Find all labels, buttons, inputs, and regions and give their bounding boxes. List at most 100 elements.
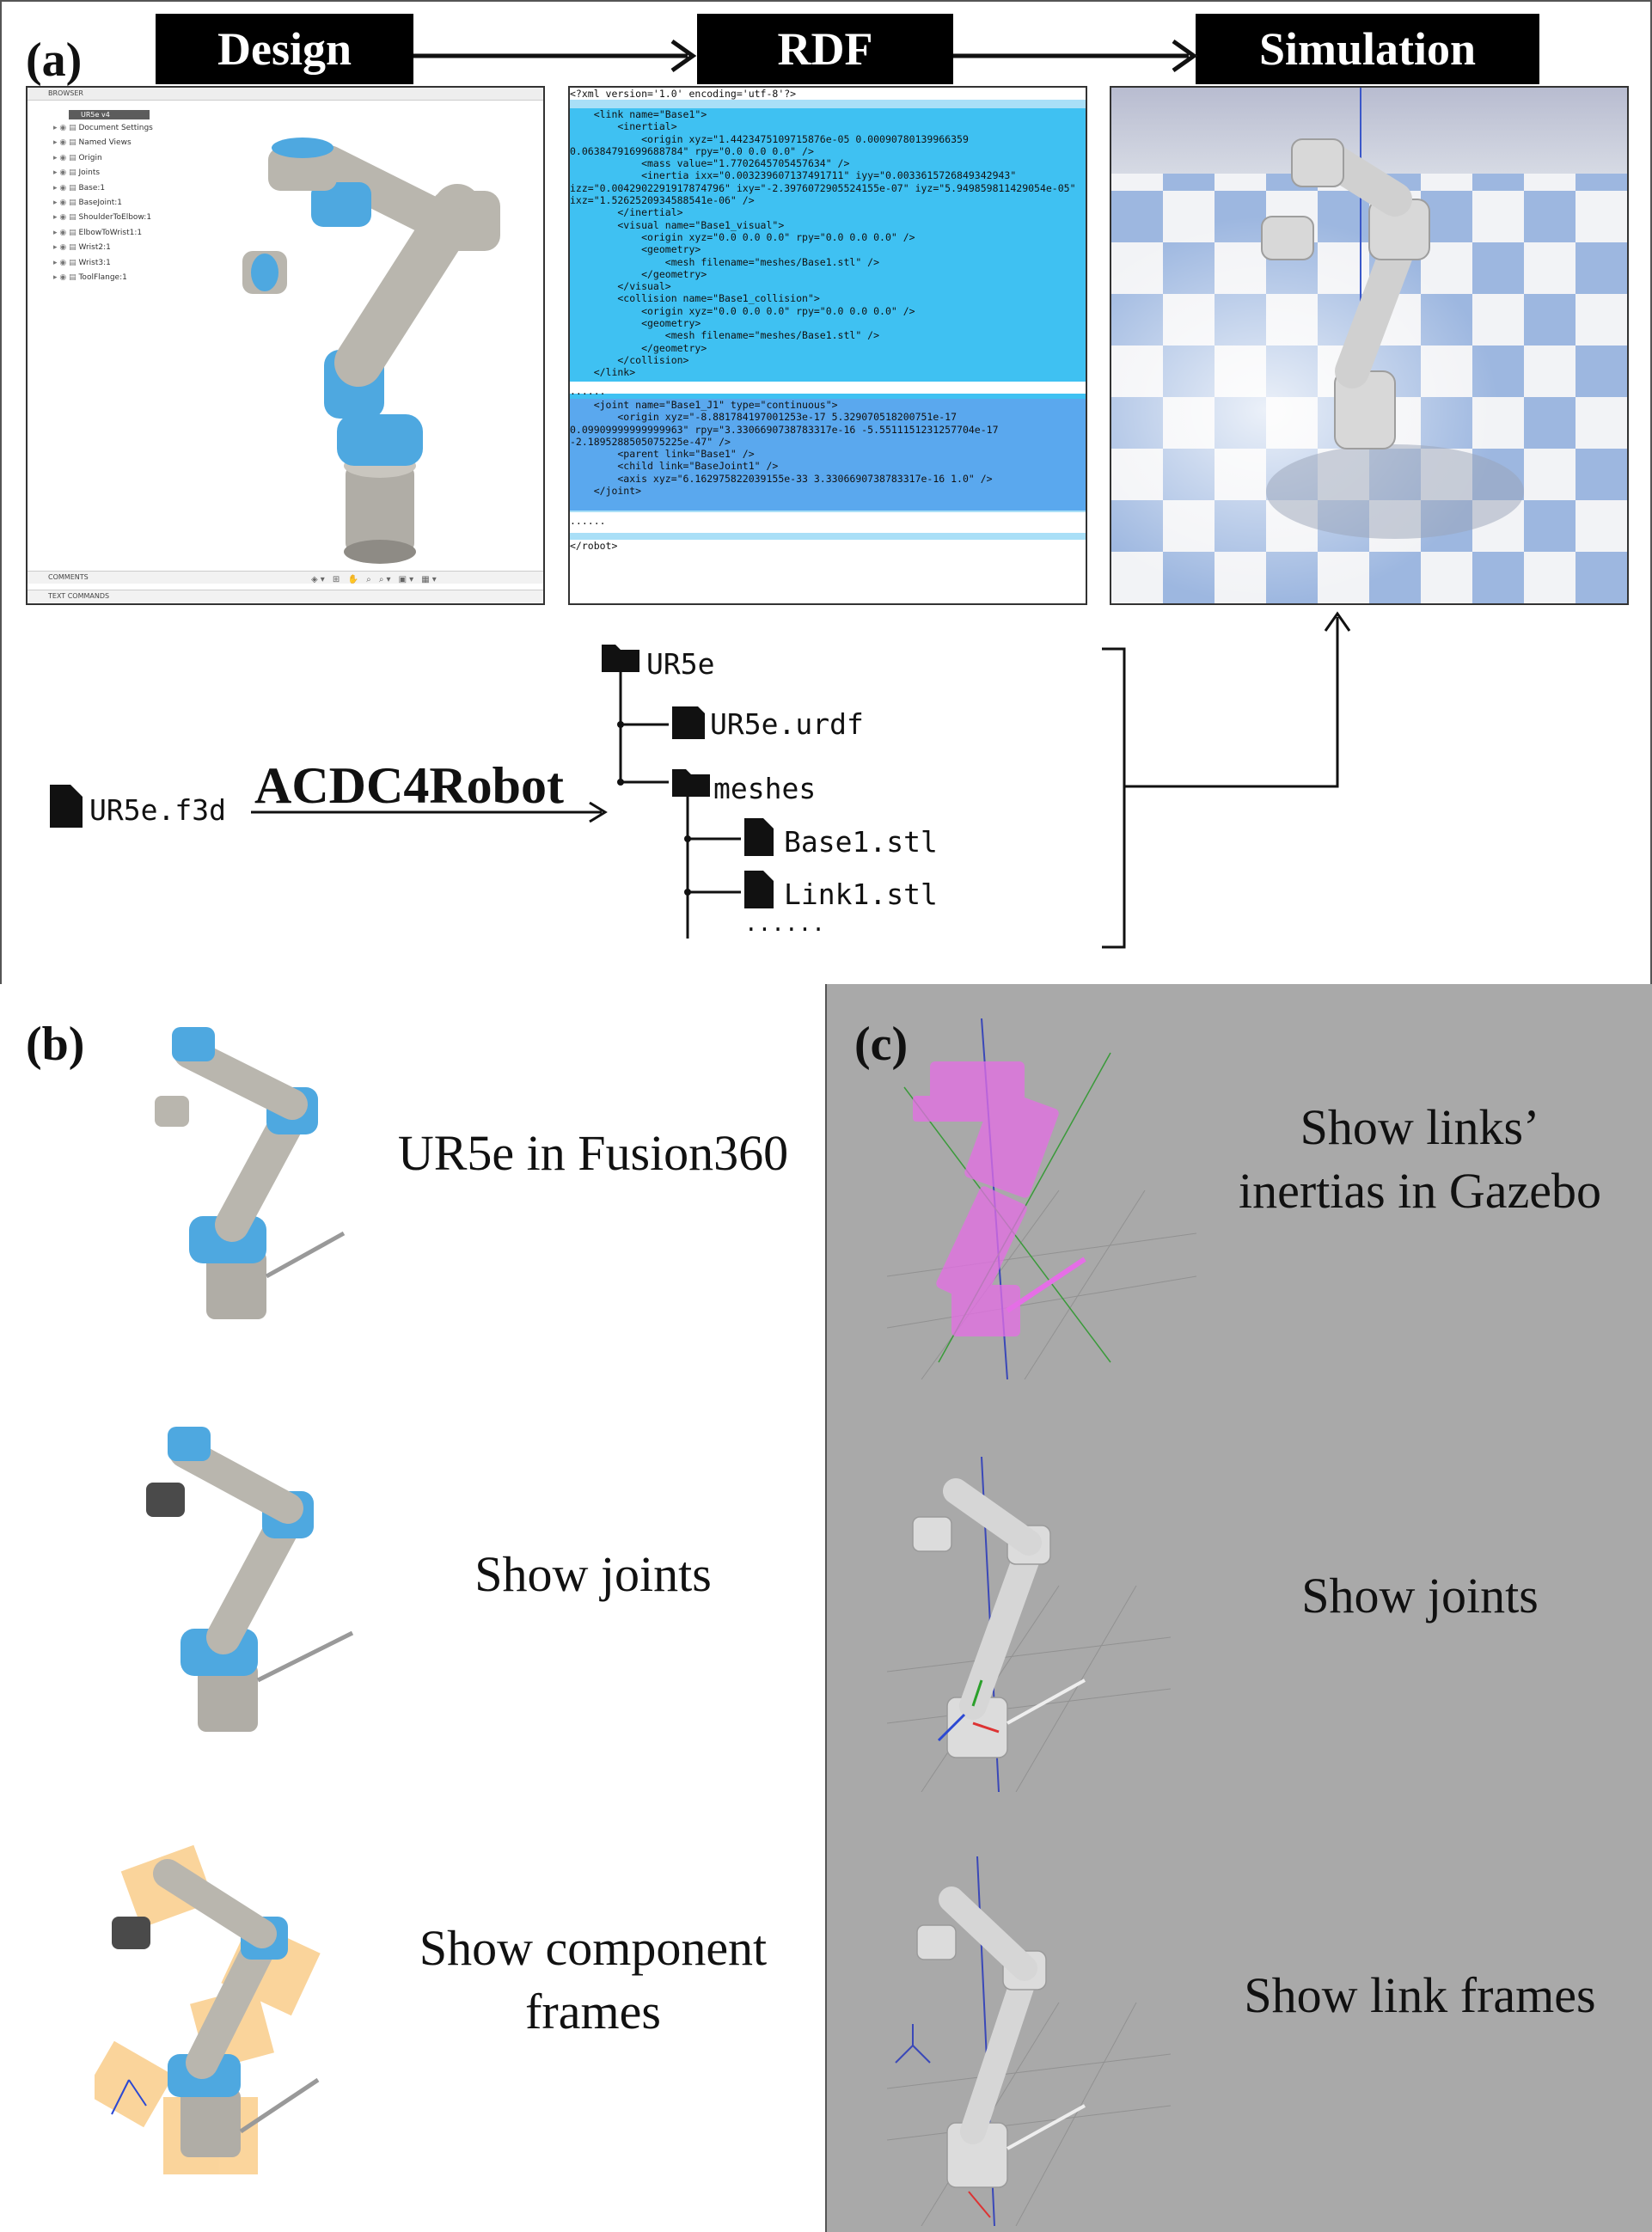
browser-item[interactable]: ▸ ◉ ▤ Joints	[53, 168, 100, 177]
xml-ellipsis-2: ......	[570, 512, 1086, 529]
browser-item-label: ToolFlange:1	[78, 273, 127, 282]
fusion-robot-view	[155, 1027, 346, 1319]
header-arrows	[413, 39, 1198, 73]
arrow-head	[1324, 611, 1351, 632]
base-stl-label: Base1.stl	[784, 825, 938, 859]
acdc4robot-label: ACDC4Robot	[254, 757, 564, 814]
tree-node-icon[interactable]: ▸ ◉ ▤	[53, 213, 79, 223]
browser-item[interactable]: ▸ ◉ ▤ Wrist3:1	[53, 259, 111, 267]
robot-joint-blue	[337, 414, 423, 466]
browser-item[interactable]: ▸ ◉ ▤ Wrist2:1	[53, 243, 111, 252]
folder-icon	[602, 645, 639, 672]
tree-node-icon[interactable]: ▸ ◉ ▤	[53, 168, 79, 178]
panel-a-label: (a)	[26, 34, 83, 87]
caption-c-1: Show links’ inertias in Gazebo	[1239, 1099, 1601, 1219]
robot-forearm	[309, 145, 468, 245]
xml-footer: </robot>	[570, 540, 1086, 553]
browser-item[interactable]: ▸ ◉ ▤ Base:1	[53, 184, 105, 193]
stl-file-icon	[744, 871, 774, 908]
arrow-to-simulation	[1124, 617, 1339, 788]
panel-b: (b) UR5e in Fusion360 Show joints	[0, 984, 827, 2232]
browser-item-label: ShoulderToElbow:1	[78, 213, 152, 223]
fusion-joints-view	[146, 1427, 354, 1732]
tree-node-icon[interactable]: ▸ ◉ ▤	[53, 183, 79, 193]
browser-header: BROWSER	[28, 88, 543, 101]
browser-item[interactable]: ▸ ◉ ▤ Origin	[53, 154, 102, 162]
browser-item[interactable]: ▸ ◉ ▤ ShoulderToElbow:1	[53, 213, 151, 222]
browser-item[interactable]: ▸ ◉ ▤ ElbowToWrist1:1	[53, 229, 142, 237]
arrow-head	[1172, 39, 1198, 73]
robot-base	[346, 466, 414, 552]
fusion360-screenshot: BROWSER UR5e v4 ▸ ◉ ▤ Document Settings▸…	[26, 86, 545, 605]
browser-item-label: Wrist2:1	[78, 243, 111, 253]
browser-item[interactable]: ▸ ◉ ▤ Document Settings	[53, 124, 153, 132]
tree-node-icon[interactable]: ▸ ◉ ▤	[53, 243, 79, 253]
browser-item[interactable]: ▸ ◉ ▤ ToolFlange:1	[53, 273, 127, 282]
urdf-file-label: UR5e.urdf	[710, 707, 864, 741]
rdf-header: RDF	[697, 14, 953, 84]
tree-node-icon[interactable]: ▸ ◉ ▤	[53, 153, 79, 162]
browser-item-label: Origin	[78, 153, 102, 162]
meshes-folder-label: meshes	[713, 772, 817, 805]
folder-icon	[672, 769, 710, 797]
tree-node-icon[interactable]: ▸ ◉ ▤	[53, 258, 79, 267]
root-folder-label: UR5e	[646, 647, 715, 681]
caption-b-1: UR5e in Fusion360	[397, 1125, 789, 1181]
tree-node-icon[interactable]: ▸ ◉ ▤	[53, 228, 79, 237]
xml-ellipsis: ......	[570, 382, 1086, 397]
xml-joint-block: <joint name="Base1_J1" type="continuous"…	[570, 399, 1086, 511]
design-header: Design	[156, 14, 413, 84]
gazebo-joints-view	[887, 1456, 1171, 1792]
text-commands-label: TEXT COMMANDS	[48, 592, 110, 600]
sim-robot-wrist	[1261, 216, 1314, 260]
tree-bracket	[1102, 647, 1126, 949]
browser-item-label: ElbowToWrist1:1	[78, 228, 143, 237]
simulation-header: Simulation	[1196, 14, 1539, 84]
caption-b-2: Show joints	[474, 1546, 712, 1602]
browser-item-label: BaseJoint:1	[78, 199, 123, 207]
browser-item-label: Named Views	[78, 138, 132, 148]
panel-b-label: (b)	[26, 1018, 85, 1071]
caption-c-2: Show joints	[1301, 1568, 1539, 1624]
doc-tab[interactable]: UR5e v4	[69, 110, 150, 119]
tree-node-icon[interactable]: ▸ ◉ ▤	[53, 124, 79, 132]
browser-title: BROWSER	[48, 89, 83, 97]
panel-c: (c) Show links’ inertias in Gazebo	[827, 984, 1652, 2232]
browser-item-label: Document Settings	[78, 124, 153, 132]
xml-robot-highlight	[570, 100, 1086, 108]
panel-a: (a) Design RDF Simulation BROWSER UR5e v…	[0, 0, 1652, 986]
viewport-toolbar[interactable]: ◈▾ ⊞ ✋ ⌕ ⌕▾ ▣▾ ▦▾ ▥▾	[311, 571, 449, 600]
browser-item[interactable]: ▸ ◉ ▤ Named Views	[53, 138, 132, 147]
fusion-frames-view	[95, 1844, 321, 2174]
ur5e-model	[242, 138, 500, 564]
comments-bar[interactable]: COMMENTS	[28, 571, 543, 584]
panel-c-label: (c)	[854, 1018, 909, 1071]
tree-node-icon[interactable]: ▸ ◉ ▤	[53, 273, 79, 282]
text-commands-bar[interactable]: TEXT COMMANDS	[28, 590, 543, 602]
pybullet-scene	[1111, 88, 1627, 603]
xml-header: <?xml version='1.0' encoding='utf-8'?> <…	[570, 88, 1086, 112]
tree-node-icon[interactable]: ▸ ◉ ▤	[53, 199, 79, 207]
link-stl-label: Link1.stl	[784, 878, 938, 911]
gazebo-frames-view	[887, 1856, 1171, 2226]
arrow-head	[589, 801, 608, 823]
caption-b-3: Show component frames	[419, 1920, 768, 2039]
more-files-label: ......	[744, 911, 825, 937]
comments-label: COMMENTS	[48, 573, 89, 581]
file-tree-diagram	[50, 611, 1351, 949]
robot-joint-blue	[272, 138, 333, 158]
tree-node-icon[interactable]: ▸ ◉ ▤	[53, 138, 79, 148]
browser-item[interactable]: ▸ ◉ ▤ BaseJoint:1	[53, 199, 122, 207]
browser-item-label: Joints	[78, 168, 101, 178]
browser-item-label: Base:1	[78, 183, 106, 193]
urdf-file-icon	[672, 706, 705, 739]
robot-shadow	[1266, 444, 1524, 539]
gazebo-inertias-view	[887, 1018, 1196, 1379]
robot-joint-blue	[311, 182, 371, 227]
browser-item-label: Wrist3:1	[78, 258, 111, 267]
arrow-head	[670, 39, 697, 73]
stl-file-icon	[744, 818, 774, 856]
urdf-xml-screenshot: <?xml version='1.0' encoding='utf-8'?> <…	[568, 86, 1087, 605]
simulation-screenshot	[1110, 86, 1629, 605]
f3d-file-icon	[50, 785, 83, 828]
